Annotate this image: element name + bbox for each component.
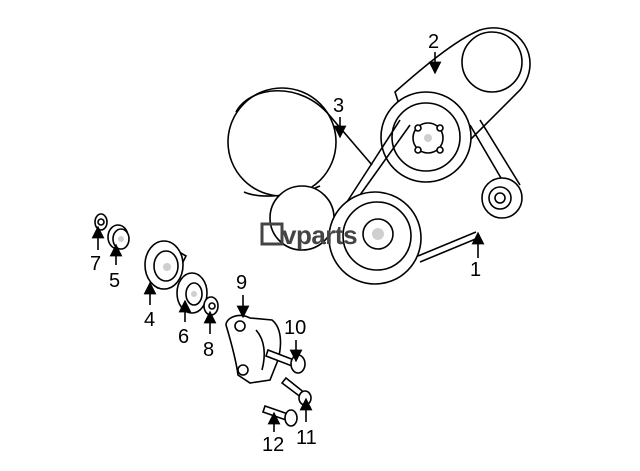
belt-2: [380, 27, 531, 183]
callout-3: 3: [333, 95, 344, 117]
callout-1: 1: [470, 259, 481, 281]
part-6: [176, 272, 208, 314]
part-bracket-9: [225, 314, 282, 384]
belt-1: [328, 119, 523, 285]
callout-6: 6: [178, 326, 189, 348]
callout-11: 11: [296, 427, 317, 449]
watermark-text: vparts: [282, 220, 357, 250]
top-right-pulley: [461, 31, 523, 93]
callout-2: 2: [428, 31, 439, 53]
part-bolt-11: [280, 376, 312, 406]
callout-leaders: [91, 52, 485, 432]
callout-4: 4: [144, 309, 155, 331]
part-bolt-12: [261, 404, 298, 427]
callout-10: 10: [284, 317, 306, 339]
part-idler-pulley-4: [144, 240, 188, 290]
callout-7: 7: [90, 253, 101, 275]
callout-12: 12: [262, 434, 284, 456]
callout-5: 5: [109, 270, 120, 292]
callout-8: 8: [203, 339, 214, 361]
callout-9: 9: [236, 272, 247, 294]
part-nut-7: [94, 213, 108, 231]
left-large-pulley: [227, 87, 337, 197]
part-spacer-8: [203, 296, 219, 316]
watermark-logo: vparts: [260, 220, 358, 250]
belt-3: [227, 87, 373, 251]
part-5: [107, 224, 130, 250]
